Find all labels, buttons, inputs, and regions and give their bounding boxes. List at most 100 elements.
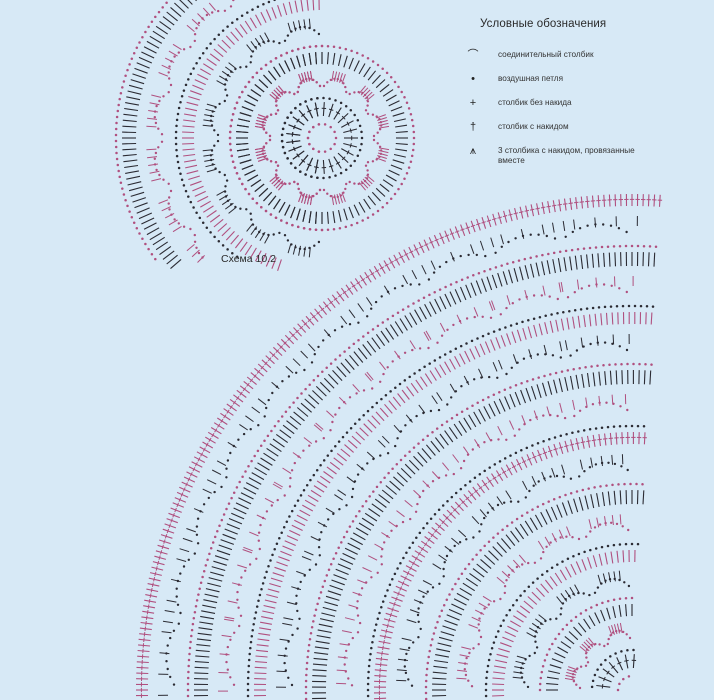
chain-stitch-mark: [369, 652, 372, 656]
chain-stitch-mark: [427, 655, 430, 659]
stitch-post-mark: [162, 250, 175, 260]
stitch-post-mark: [207, 431, 219, 439]
scallop-chain-mark: [358, 621, 362, 625]
stitch-post-mark: [577, 315, 581, 328]
stitch-cross-mark: [187, 477, 191, 482]
chain-stitch-mark: [174, 142, 178, 146]
stitch-post-mark: [255, 661, 268, 664]
fan-stitch-mark: [147, 117, 158, 120]
fan-stitch-mark: [264, 497, 275, 504]
chain-stitch-mark: [312, 473, 316, 477]
fan-stitch-mark: [463, 375, 470, 386]
scallop-chain-mark: [380, 295, 383, 298]
scallop-chain-mark: [168, 196, 171, 199]
chain-stitch-mark: [618, 597, 622, 601]
chain-stitch-mark: [627, 304, 631, 308]
chain-stitch-mark: [246, 694, 250, 698]
fan-stitch-mark: [255, 150, 266, 154]
chain-stitch-mark: [581, 488, 585, 492]
fan-stitch-mark: [572, 399, 576, 410]
chain-stitch-mark: [175, 148, 178, 152]
stitch-post-mark: [238, 497, 252, 505]
fan-stitch-mark: [344, 617, 355, 621]
stitch-post-mark: [337, 152, 349, 164]
chain-stitch-mark: [283, 151, 287, 155]
stitch-cross-mark: [157, 560, 160, 566]
chain-stitch-mark: [235, 101, 239, 105]
scallop-chain-mark: [607, 637, 610, 641]
chain-stitch-mark: [442, 604, 446, 607]
fan-stitch-mark: [431, 471, 440, 480]
scallop-chain-mark: [625, 290, 628, 294]
scallop-chain-mark: [286, 34, 290, 37]
fan-stitch-mark: [148, 110, 159, 113]
chain-stitch-mark: [368, 658, 371, 662]
chain-stitch-mark: [459, 344, 463, 348]
scallop-chain-mark: [272, 40, 275, 43]
scallop-chain-mark: [275, 169, 278, 172]
stitch-cross-mark: [401, 581, 405, 586]
fan-stitch-mark: [576, 279, 580, 290]
stitch-post-mark: [564, 376, 569, 391]
chain-stitch-mark: [556, 563, 559, 566]
fan-stitch-mark: [364, 176, 373, 185]
chain-stitch-mark: [511, 603, 515, 607]
chain-stitch-mark: [227, 502, 231, 505]
chain-stitch-mark: [355, 51, 359, 55]
stitch-cross-mark: [260, 365, 265, 370]
scallop-chain-mark: [287, 676, 290, 679]
fan-stitch-mark: [206, 168, 217, 173]
scallop-chain-mark: [438, 265, 442, 268]
stitch-post-mark: [520, 389, 527, 404]
stitch-post-mark: [209, 53, 221, 62]
chain-stitch-mark: [213, 37, 216, 41]
chain-stitch-mark: [492, 641, 496, 644]
fan-stitch-mark: [300, 350, 309, 359]
stitch-cross-mark: [551, 204, 557, 207]
chain-stitch-mark: [262, 3, 265, 6]
scallop-chain-mark: [393, 287, 397, 290]
stitch-post-mark: [182, 148, 195, 151]
stitch-post-mark: [510, 620, 521, 628]
scallop-chain-mark: [263, 415, 266, 418]
chain-stitch-mark: [353, 159, 356, 163]
chain-stitch-mark: [251, 628, 254, 632]
stitch-cross-mark: [524, 209, 530, 212]
stitch-post-mark: [397, 393, 406, 404]
scallop-chain-mark: [351, 487, 355, 491]
chain-stitch-mark: [396, 311, 400, 314]
chain-stitch-mark: [421, 438, 425, 441]
stitch-post-mark: [552, 259, 556, 274]
chain-stitch-mark: [550, 566, 554, 570]
scallop-chain-mark: [391, 360, 394, 363]
fan-stitch-mark: [393, 424, 402, 434]
scallop-chain-mark: [572, 680, 576, 683]
chain-stitch-mark: [412, 446, 416, 449]
doily-chart-small: [114, 0, 416, 271]
stitch-post-mark: [206, 58, 217, 66]
chain-stitch-mark: [387, 471, 390, 475]
fan-stitch-mark: [282, 467, 292, 474]
fan-stitch-mark: [496, 496, 504, 505]
stitch-post-mark: [263, 604, 276, 609]
fan-stitch-mark: [186, 244, 195, 252]
scallop-chain-mark: [225, 94, 229, 97]
stitch-post-mark: [143, 605, 156, 609]
chain-stitch-mark: [157, 10, 161, 14]
fan-stitch-mark: [613, 624, 618, 635]
fan-stitch-mark: [608, 626, 613, 636]
chain-stitch-mark: [594, 246, 598, 249]
scallop-chain-mark: [483, 516, 486, 520]
scallop-chain-mark: [213, 144, 216, 147]
chain-stitch-mark: [235, 486, 239, 489]
stitch-cross-mark: [602, 438, 608, 440]
scallop-chain-mark: [196, 542, 200, 545]
stitch-cross-mark: [474, 489, 479, 493]
chain-stitch-mark: [342, 535, 346, 539]
chain-stitch-mark: [492, 393, 496, 396]
fan-stitch-mark: [378, 150, 389, 154]
stitch-post-mark: [425, 444, 436, 456]
fan-stitch-mark: [452, 454, 460, 463]
chain-stitch-mark: [624, 596, 628, 600]
scallop-chain-mark: [236, 590, 239, 594]
